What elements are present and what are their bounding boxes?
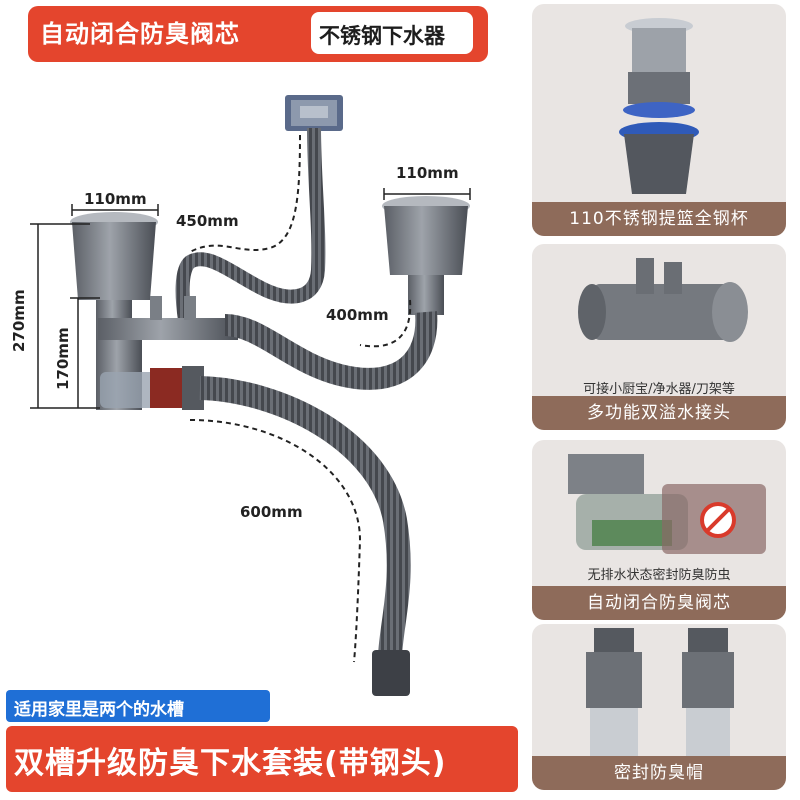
panel-valve-core-label: 自动闭合防臭阀芯 xyxy=(532,586,786,620)
overflow-hose xyxy=(175,127,326,322)
overflow-plate xyxy=(285,95,343,131)
connect-hose-length-label: 400mm xyxy=(326,306,389,324)
bottom-badge-label: 适用家里是两个的水槽 xyxy=(14,700,184,720)
panel-overflow-connector-label: 多功能双溢水接头 xyxy=(532,396,786,430)
connect-hose xyxy=(224,311,438,390)
panel-valve-core: 无排水状态密封防臭防虫 自动闭合防臭阀芯 xyxy=(532,440,786,620)
left-trap xyxy=(96,296,238,410)
panel-valve-core-caption: 无排水状态密封防臭防虫 xyxy=(587,568,731,583)
sink-drain-illustration xyxy=(30,95,471,696)
bottom-banner xyxy=(6,726,518,792)
panel-steel-basket: 110不锈钢提篮全钢杯 xyxy=(532,4,786,236)
bottom-title: 双槽升级防臭下水套装(带钢头) xyxy=(14,746,447,781)
panel-seal-cap-label: 密封防臭帽 xyxy=(532,756,786,790)
right-basket xyxy=(382,196,470,315)
dimension-dashes xyxy=(189,134,412,663)
panel-seal-cap: 密封防臭帽 xyxy=(532,624,786,790)
dimension-lines xyxy=(30,188,471,409)
left-basket-width-label: 110mm xyxy=(84,190,147,208)
right-basket-width-label: 110mm xyxy=(396,164,459,182)
overflow-connector-image xyxy=(578,258,748,342)
overflow-hose-length-label: 450mm xyxy=(176,212,239,230)
drain-hose xyxy=(199,376,411,656)
seal-cap-image xyxy=(586,628,734,756)
panel-overflow-connector: 可接小厨宝/净水器/刀架等 多功能双溢水接头 xyxy=(532,244,786,430)
drain-hose-length-label: 600mm xyxy=(240,503,303,521)
valve-core-image xyxy=(568,454,766,554)
lower-height-label: 170mm xyxy=(54,327,72,390)
top-title: 自动闭合防臭阀芯 xyxy=(40,20,240,48)
panel-overflow-connector-caption: 可接小厨宝/净水器/刀架等 xyxy=(583,382,735,397)
top-tag-label: 不锈钢下水器 xyxy=(319,24,445,48)
steel-basket-image xyxy=(619,18,699,194)
bottom-badge xyxy=(6,690,270,722)
panel-steel-basket-label: 110不锈钢提篮全钢杯 xyxy=(532,202,786,236)
top-tag-box xyxy=(311,12,473,54)
drain-hose-end xyxy=(372,650,410,696)
total-height-label: 270mm xyxy=(10,289,28,352)
